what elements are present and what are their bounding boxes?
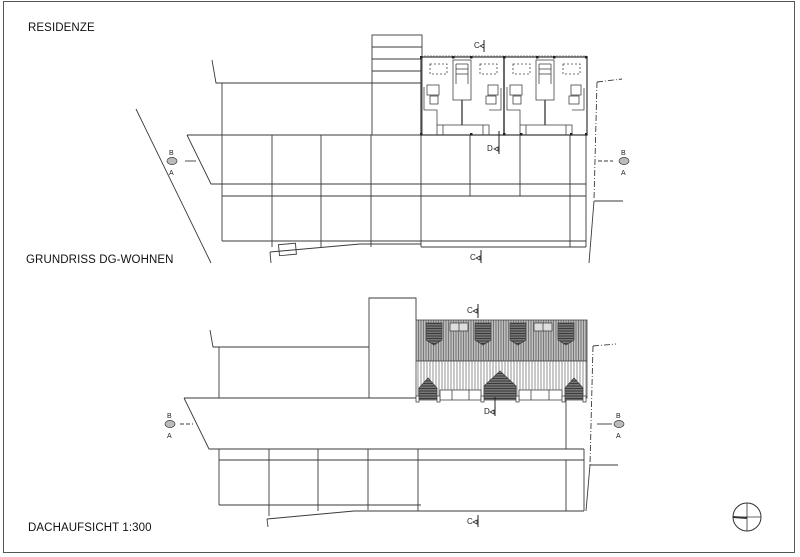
svg-text:B: B [169,150,174,157]
svg-text:B: B [616,413,621,420]
lower-plan-caption: DACHAUFSICHT 1:300 [28,522,152,534]
svg-text:B: B [167,413,172,420]
upper-section-marker-d: D [487,131,500,154]
svg-text:C: C [470,253,476,262]
svg-text:C: C [467,517,473,526]
lower-section-marker-c-bottom: C [467,515,479,527]
lower-section-marker-d: D [484,397,496,416]
upper-section-marker-ab-left: B A [166,150,178,177]
svg-text:A: A [616,433,621,440]
lower-section-marker-ab-right: B A [613,413,625,440]
svg-text:C: C [467,306,473,315]
lower-section-marker-c-top: C [467,304,479,318]
roof-plan [180,297,618,528]
roof-detail [415,319,588,403]
upper-section-marker-c-top: C [474,40,485,52]
upper-section-marker-c-bottom: C [470,250,482,263]
svg-text:A: A [621,170,626,177]
svg-text:D: D [484,407,490,416]
svg-text:D: D [487,144,493,153]
lower-section-marker-ab-left: B A [164,413,176,440]
svg-text:A: A [169,170,174,177]
svg-text:B: B [621,150,626,157]
svg-text:A: A [167,433,172,440]
svg-text:C: C [474,41,480,50]
upper-floor-plan [135,34,623,264]
upper-section-marker-ab-right: B A [618,150,630,177]
apartment-floorplan-detail [420,55,588,136]
sheet-border [3,1,795,553]
upper-plan-caption: GRUNDRISS DG-WOHNEN [26,254,174,266]
sheet-title: RESIDENZE [28,22,95,34]
north-arrow-icon [732,502,762,532]
